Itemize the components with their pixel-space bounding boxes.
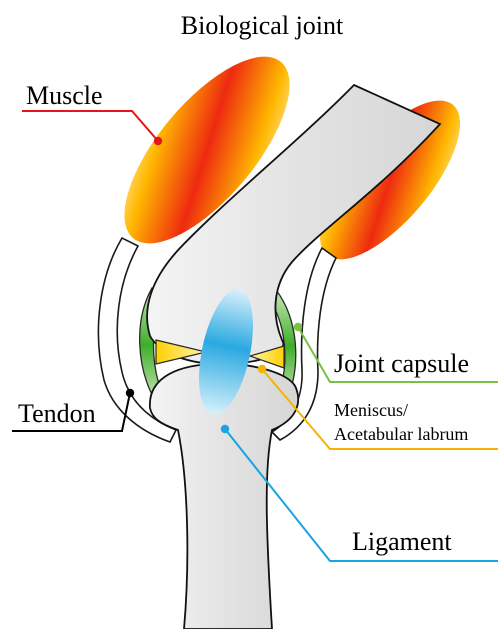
muscle-leader <box>22 111 162 145</box>
diagram-title: Biological joint <box>181 11 344 40</box>
label-tendon: Tendon <box>18 399 96 428</box>
label-meniscus-line1: Meniscus/ <box>334 400 408 420</box>
label-meniscus-line2: Acetabular labrum <box>334 424 468 444</box>
label-joint-capsule: Joint capsule <box>334 349 469 378</box>
label-muscle: Muscle <box>26 81 103 110</box>
label-ligament: Ligament <box>352 527 452 556</box>
